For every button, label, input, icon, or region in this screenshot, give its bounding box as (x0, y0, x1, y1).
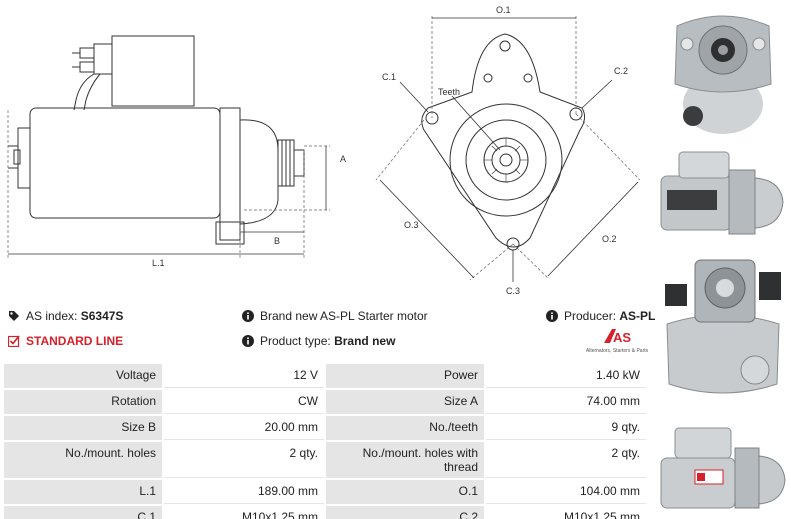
side-view-drawing (8, 35, 305, 245)
spec-label: Size A (326, 390, 484, 414)
tag-icon (9, 311, 19, 321)
product-photos (655, 0, 791, 519)
table-row: Rotation CW Size A 74.00 mm (4, 390, 646, 414)
spec-value: 20.00 mm (164, 416, 324, 440)
standard-line-label: STANDARD LINE (26, 334, 124, 348)
spec-value: CW (164, 390, 324, 414)
product-type-value: Brand new (334, 334, 396, 348)
checkbox-checked-icon (8, 335, 20, 347)
as-index-row: AS index: S6347S (8, 309, 123, 323)
dimension-drawing: L.1 B A (7, 5, 641, 296)
product-photo-front[interactable] (659, 4, 787, 136)
info-icon (242, 310, 254, 322)
dim-label-c2: C.2 (614, 66, 628, 76)
spec-label: C.2 (326, 506, 484, 519)
spec-value: M10x1.25 mm (164, 506, 324, 519)
spec-label: No./mount. holes with thread (326, 442, 484, 478)
spec-label: Size B (4, 416, 162, 440)
table-row: L.1 189.00 mm O.1 104.00 mm (4, 480, 646, 504)
info-icon (546, 310, 558, 322)
dim-label-o2: O.2 (602, 234, 617, 244)
as-pl-logo-icon: AS (604, 329, 631, 345)
logo-text: AS (613, 330, 631, 345)
as-index-label: AS index: (26, 309, 78, 323)
dim-label-a: A (340, 154, 346, 164)
spec-value: 189.00 mm (164, 480, 324, 504)
producer-value: AS-PL (619, 309, 656, 323)
product-type-label: Product type: (260, 334, 331, 348)
dim-label-o1: O.1 (496, 5, 511, 15)
dim-label-c3: C.3 (506, 286, 520, 296)
as-index-value: S6347S (80, 309, 124, 323)
spec-label: Rotation (4, 390, 162, 414)
spec-label: C.1 (4, 506, 162, 519)
technical-drawings: L.1 B A (0, 0, 655, 300)
spec-label: L.1 (4, 480, 162, 504)
spec-value: 2 qty. (486, 442, 646, 478)
product-photo-rear[interactable] (659, 254, 787, 404)
product-photo-label-side[interactable] (659, 418, 787, 514)
spec-label: No./teeth (326, 416, 484, 440)
spec-value: 2 qty. (164, 442, 324, 478)
standard-line-row: STANDARD LINE (8, 334, 123, 348)
spec-value: M10x1.25 mm (486, 506, 646, 519)
table-row: C.1 M10x1.25 mm C.2 M10x1.25 mm (4, 506, 646, 519)
logo-tagline: Alternators, Starters & Parts (585, 348, 649, 354)
dim-label-o3: O.3 (404, 220, 419, 230)
spec-label: O.1 (326, 480, 484, 504)
specs-table: Voltage 12 V Power 1.40 kW Rotation CW S… (2, 362, 648, 519)
product-photo-side[interactable] (659, 146, 787, 242)
spec-value: 74.00 mm (486, 390, 646, 414)
producer-label: Producer: (564, 309, 617, 323)
spec-label: Power (326, 364, 484, 388)
producer-row: Producer: AS-PL (546, 309, 655, 323)
spec-value: 9 qty. (486, 416, 646, 440)
front-view-drawing (421, 33, 586, 251)
spec-label: No./mount. holes (4, 442, 162, 478)
description-row: Brand new AS-PL Starter motor (242, 309, 428, 323)
spec-value: 1.40 kW (486, 364, 646, 388)
product-description: Brand new AS-PL Starter motor (260, 309, 428, 323)
table-row: Size B 20.00 mm No./teeth 9 qty. (4, 416, 646, 440)
spec-value: 12 V (164, 364, 324, 388)
info-icon (242, 335, 254, 347)
spec-label: Voltage (4, 364, 162, 388)
dim-label-teeth: Teeth (438, 87, 460, 97)
dim-label-l1: L.1 (152, 258, 165, 268)
spec-value: 104.00 mm (486, 480, 646, 504)
table-row: No./mount. holes 2 qty. No./mount. holes… (4, 442, 646, 478)
dim-label-c1: C.1 (382, 72, 396, 82)
product-type-row: Product type: Brand new (242, 334, 395, 348)
table-row: Voltage 12 V Power 1.40 kW (4, 364, 646, 388)
dim-label-b: B (274, 236, 280, 246)
as-pl-logo: AS Alternators, Starters & Parts (582, 327, 652, 357)
product-info: AS index: S6347S STANDARD LINE Brand new… (0, 305, 655, 357)
